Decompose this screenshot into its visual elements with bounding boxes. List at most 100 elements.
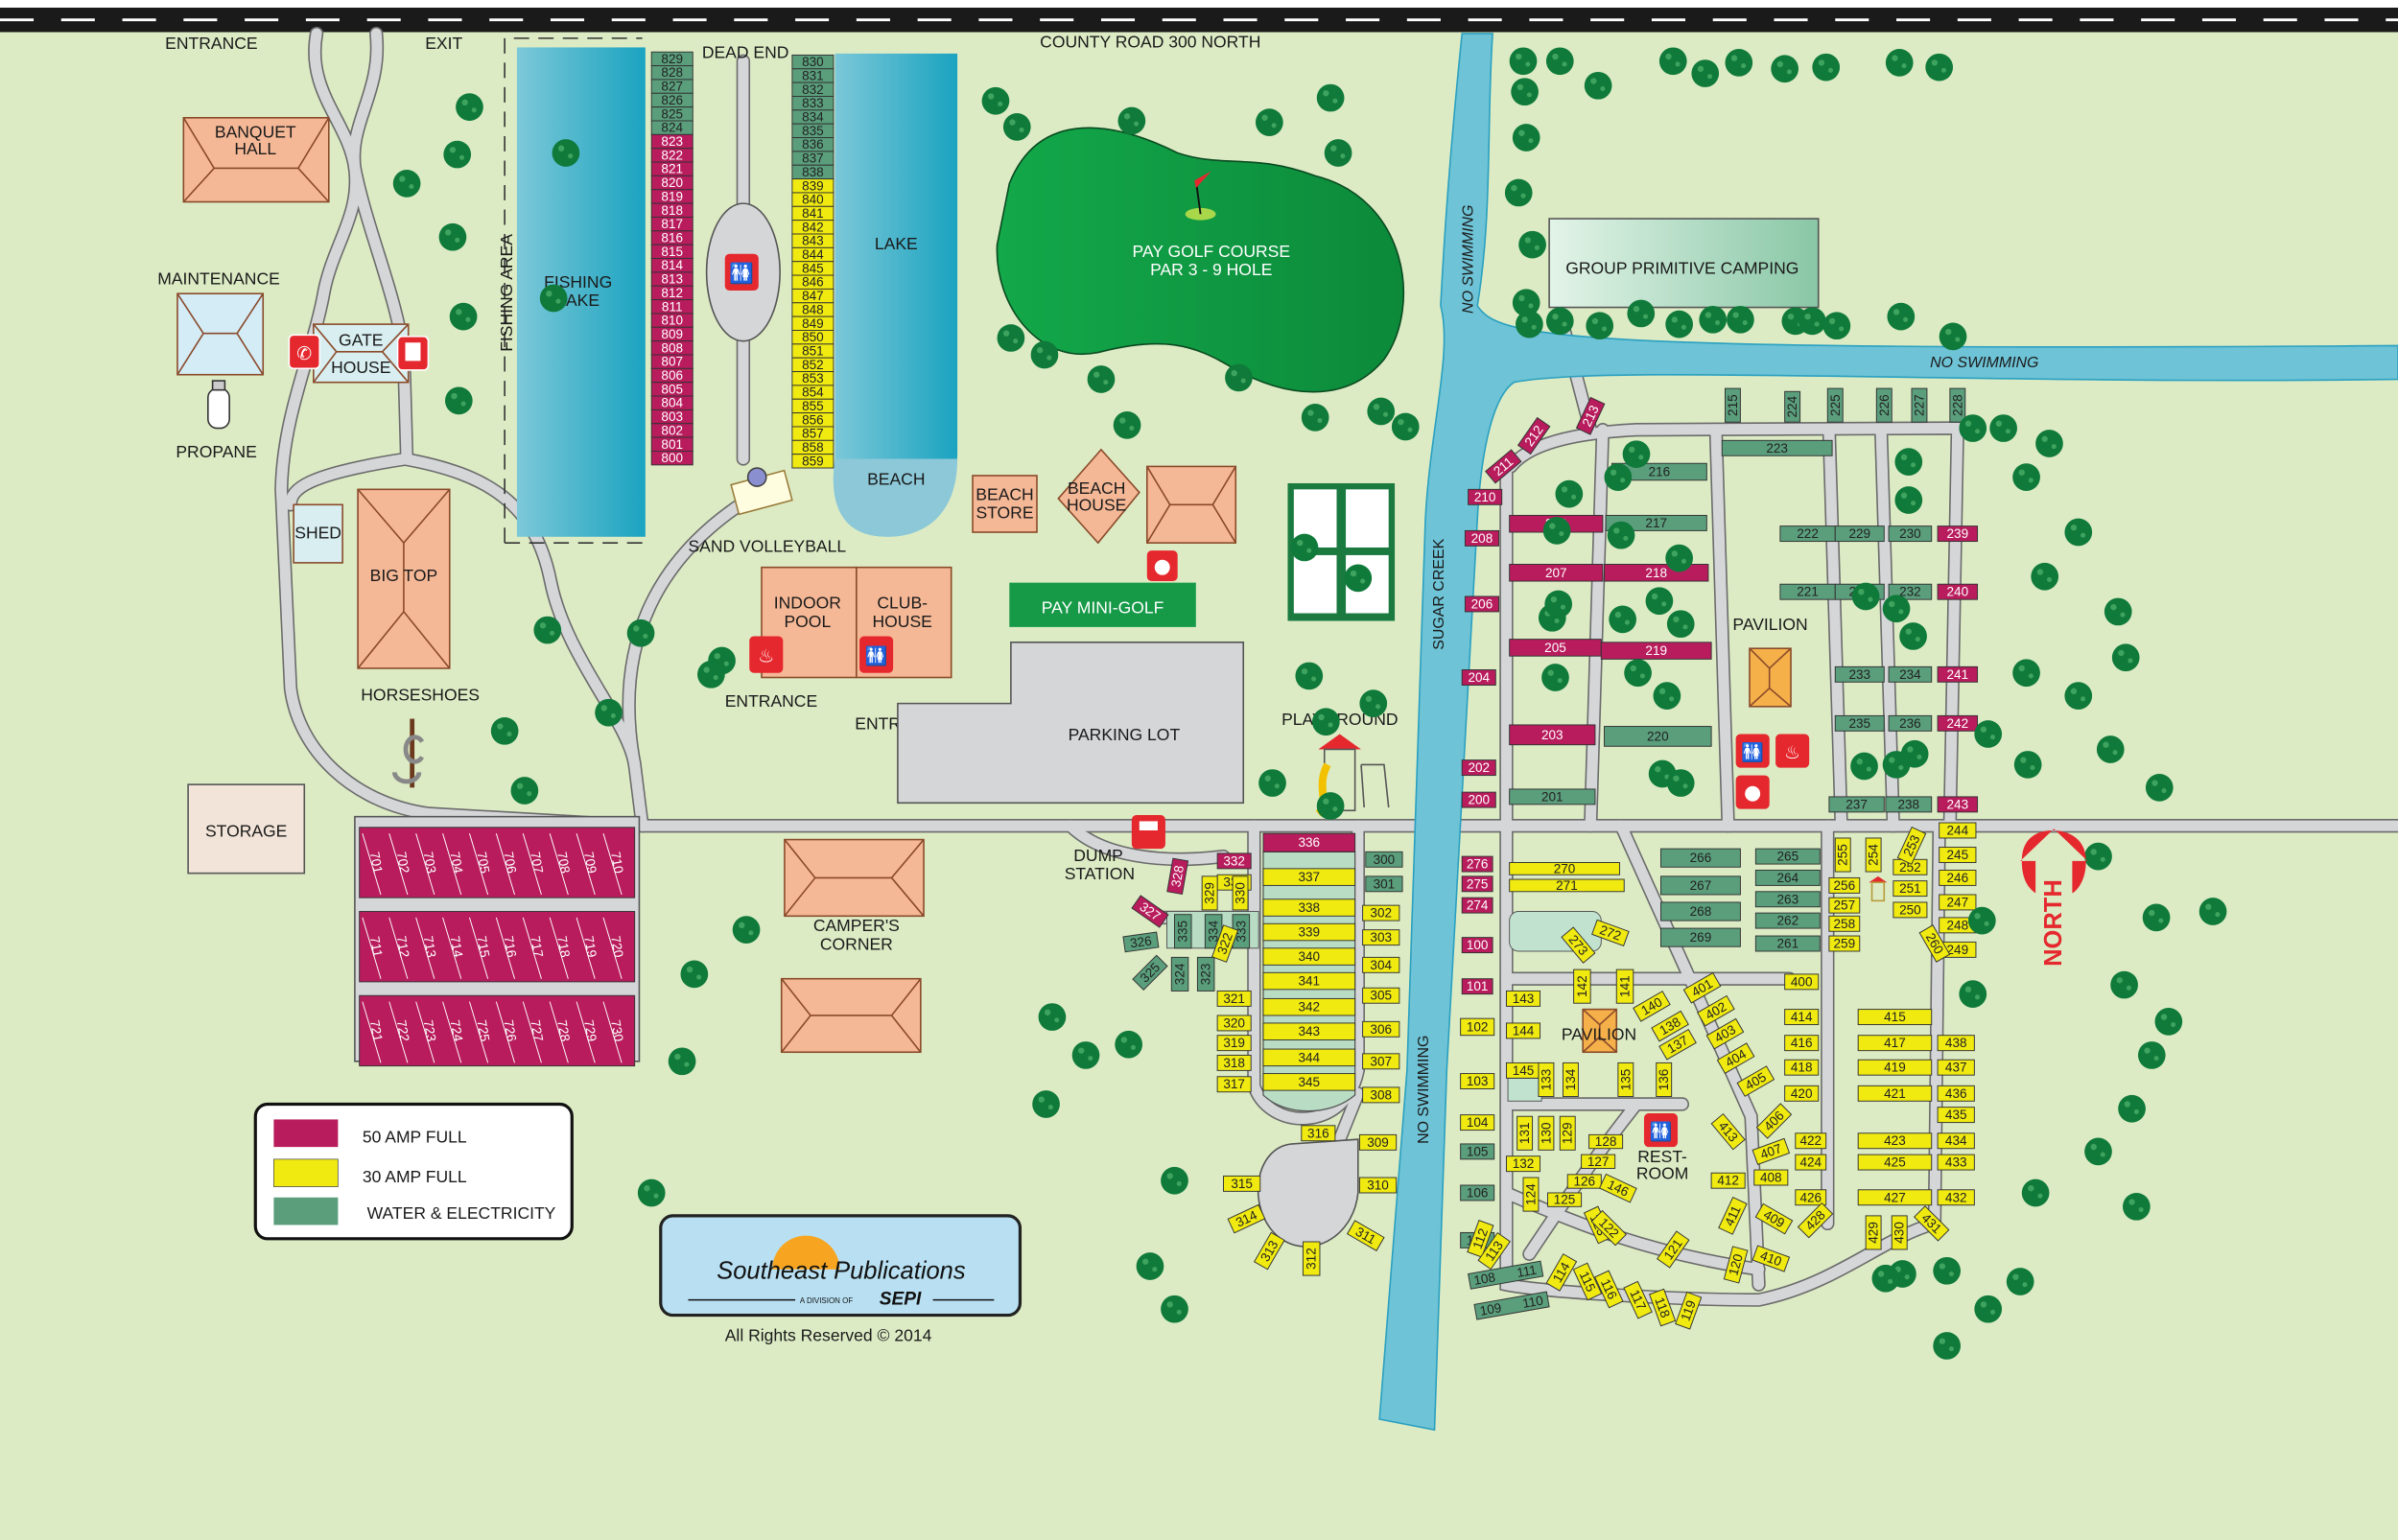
campsite-429[interactable]: 429 bbox=[1865, 1215, 1882, 1250]
campsite-271[interactable]: 271 bbox=[1509, 878, 1625, 893]
campsite-724[interactable]: 724 bbox=[442, 1001, 466, 1063]
campsite-438[interactable]: 438 bbox=[1937, 1035, 1975, 1052]
campsite-321[interactable]: 321 bbox=[1216, 990, 1252, 1007]
campsite-814[interactable]: 814 bbox=[650, 258, 694, 273]
campsite-824[interactable]: 824 bbox=[650, 120, 694, 135]
campsite-144[interactable]: 144 bbox=[1505, 1022, 1541, 1039]
campsite-810[interactable]: 810 bbox=[650, 313, 694, 328]
campsite-120[interactable]: 120 bbox=[1723, 1246, 1749, 1284]
campsite-252[interactable]: 252 bbox=[1893, 858, 1928, 875]
campsite-421[interactable]: 421 bbox=[1857, 1085, 1933, 1102]
campsite-128[interactable]: 128 bbox=[1588, 1133, 1624, 1150]
campsite-712[interactable]: 712 bbox=[388, 917, 412, 979]
campsite-846[interactable]: 846 bbox=[791, 274, 835, 290]
campsite-141[interactable]: 141 bbox=[1615, 968, 1634, 1004]
campsite-130[interactable]: 130 bbox=[1538, 1115, 1555, 1151]
campsite-812[interactable]: 812 bbox=[650, 285, 694, 301]
campsite-304[interactable]: 304 bbox=[1362, 956, 1400, 973]
big-top[interactable]: BIG TOP bbox=[357, 488, 451, 669]
campsite-345[interactable]: 345 bbox=[1262, 1073, 1356, 1091]
campsite-135[interactable]: 135 bbox=[1617, 1062, 1634, 1097]
campsite-119[interactable]: 119 bbox=[1675, 1291, 1703, 1330]
campsite-206[interactable]: 206 bbox=[1464, 595, 1499, 613]
campsite-300[interactable]: 300 bbox=[1365, 851, 1403, 868]
campsite-710[interactable]: 710 bbox=[602, 833, 626, 896]
campsite-839[interactable]: 839 bbox=[791, 178, 835, 194]
clubhouse[interactable]: CLUB- HOUSE bbox=[856, 566, 952, 679]
campsite-807[interactable]: 807 bbox=[650, 354, 694, 369]
campsite-236[interactable]: 236 bbox=[1888, 714, 1933, 732]
banquet-hall[interactable]: BANQUET HALL bbox=[182, 117, 330, 203]
campsite-830[interactable]: 830 bbox=[791, 54, 835, 70]
campsite-143[interactable]: 143 bbox=[1505, 990, 1541, 1007]
campsite-850[interactable]: 850 bbox=[791, 330, 835, 345]
campsite-826[interactable]: 826 bbox=[650, 92, 694, 108]
campsite-243[interactable]: 243 bbox=[1937, 796, 1979, 813]
beach-house[interactable]: BEACH HOUSE bbox=[1057, 448, 1140, 545]
campsite-419[interactable]: 419 bbox=[1857, 1059, 1933, 1076]
campsite-105[interactable]: 105 bbox=[1460, 1143, 1495, 1160]
campsite-317[interactable]: 317 bbox=[1216, 1076, 1252, 1093]
campsite-124[interactable]: 124 bbox=[1522, 1177, 1540, 1212]
campsite-844[interactable]: 844 bbox=[791, 246, 835, 263]
campsite-306[interactable]: 306 bbox=[1362, 1020, 1400, 1038]
campsite-257[interactable]: 257 bbox=[1828, 897, 1861, 914]
campsite-319[interactable]: 319 bbox=[1216, 1035, 1252, 1052]
campsite-222[interactable]: 222 bbox=[1779, 525, 1836, 543]
campsite-705[interactable]: 705 bbox=[469, 833, 492, 896]
campsite-221[interactable]: 221 bbox=[1779, 583, 1836, 600]
campsite-218[interactable]: 218 bbox=[1604, 564, 1709, 582]
campsite-437[interactable]: 437 bbox=[1937, 1059, 1975, 1076]
campsite-721[interactable]: 721 bbox=[362, 1001, 386, 1063]
campsite-704[interactable]: 704 bbox=[442, 833, 466, 896]
campsite-805[interactable]: 805 bbox=[650, 382, 694, 397]
campsite-245[interactable]: 245 bbox=[1939, 847, 1977, 863]
campsite-267[interactable]: 267 bbox=[1660, 875, 1741, 896]
campsite-848[interactable]: 848 bbox=[791, 302, 835, 317]
campers-corner-cabin-2[interactable] bbox=[780, 977, 922, 1054]
campsite-234[interactable]: 234 bbox=[1888, 665, 1933, 683]
campsite-305[interactable]: 305 bbox=[1362, 987, 1400, 1004]
campsite-225[interactable]: 225 bbox=[1826, 387, 1844, 423]
campers-corner-cabin-1[interactable] bbox=[784, 838, 925, 918]
campsite-246[interactable]: 246 bbox=[1939, 869, 1977, 886]
campsite-730[interactable]: 730 bbox=[602, 1001, 626, 1063]
campsite-843[interactable]: 843 bbox=[791, 233, 835, 248]
campsite-332[interactable]: 332 bbox=[1216, 852, 1252, 870]
campsite-411[interactable]: 411 bbox=[1718, 1196, 1748, 1235]
campsite-819[interactable]: 819 bbox=[650, 189, 694, 204]
campsite-851[interactable]: 851 bbox=[791, 343, 835, 359]
campsite-729[interactable]: 729 bbox=[576, 1001, 600, 1063]
campsite-334[interactable]: 334 bbox=[1204, 914, 1223, 949]
campsite-435[interactable]: 435 bbox=[1937, 1107, 1975, 1124]
maintenance-building[interactable] bbox=[176, 292, 265, 376]
campsite-802[interactable]: 802 bbox=[650, 423, 694, 438]
campsite-425[interactable]: 425 bbox=[1857, 1154, 1933, 1171]
campsite-213[interactable]: 213 bbox=[1575, 396, 1606, 435]
campsite-256[interactable]: 256 bbox=[1828, 876, 1861, 894]
campsite-242[interactable]: 242 bbox=[1937, 714, 1979, 732]
campsite-202[interactable]: 202 bbox=[1461, 759, 1496, 777]
campsite-329[interactable]: 329 bbox=[1201, 875, 1218, 911]
campsite-146[interactable]: 146 bbox=[1598, 1173, 1637, 1203]
campsite-709[interactable]: 709 bbox=[576, 833, 600, 896]
campsite-251[interactable]: 251 bbox=[1893, 880, 1928, 898]
campsite-239[interactable]: 239 bbox=[1937, 525, 1979, 543]
parking-lot[interactable]: PARKING LOT bbox=[897, 642, 1245, 805]
campsite-338[interactable]: 338 bbox=[1262, 898, 1356, 917]
campsite-104[interactable]: 104 bbox=[1460, 1114, 1495, 1132]
campsite-235[interactable]: 235 bbox=[1834, 714, 1885, 732]
campsite-418[interactable]: 418 bbox=[1784, 1059, 1820, 1076]
campsite-272[interactable]: 272 bbox=[1591, 919, 1630, 946]
campsite-307[interactable]: 307 bbox=[1362, 1053, 1400, 1070]
campsite-118[interactable]: 118 bbox=[1648, 1288, 1677, 1327]
campsite-825[interactable]: 825 bbox=[650, 106, 694, 122]
campsite-201[interactable]: 201 bbox=[1509, 788, 1596, 805]
campsite-268[interactable]: 268 bbox=[1660, 901, 1741, 922]
campsite-126[interactable]: 126 bbox=[1566, 1174, 1602, 1189]
campsite-722[interactable]: 722 bbox=[388, 1001, 412, 1063]
campsite-858[interactable]: 858 bbox=[791, 439, 835, 455]
campsite-335[interactable]: 335 bbox=[1174, 914, 1192, 949]
campsite-301[interactable]: 301 bbox=[1365, 875, 1403, 893]
campsite-829[interactable]: 829 bbox=[650, 51, 694, 67]
